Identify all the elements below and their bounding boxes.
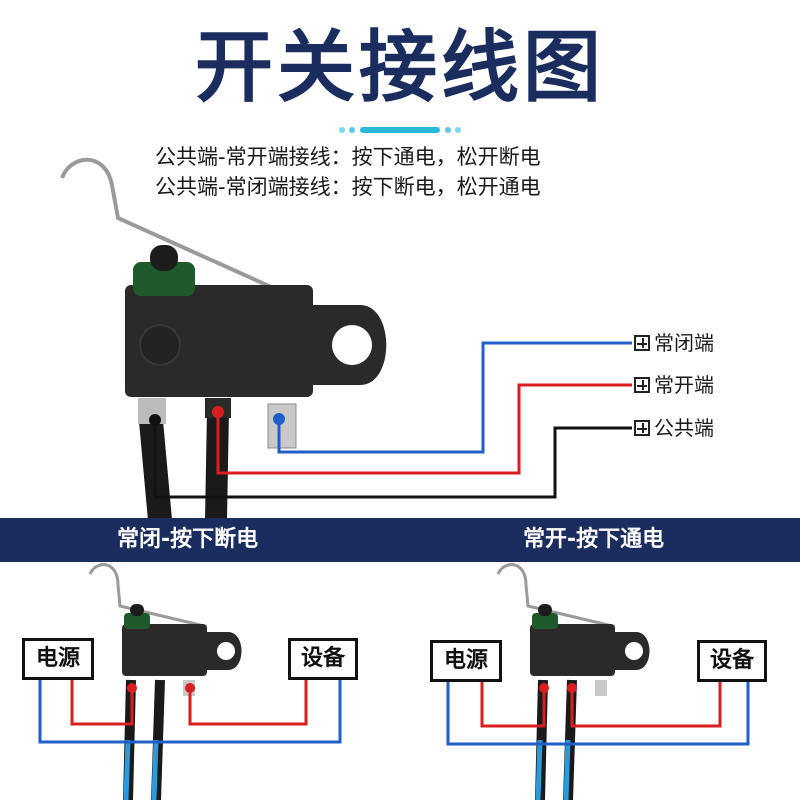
label-no: 常开端 [634,373,714,397]
subtitle-line-1: 公共端-常开端接线：按下通电，松开断电 [155,145,541,169]
right-switch-body [530,624,615,676]
right-power-box: 电源 [430,640,502,682]
label-nc: 常闭端 [634,331,714,355]
page-title: 开关接线图 [194,23,605,113]
left-device-box: 设备 [288,638,358,680]
section-band [0,518,800,562]
dot-no [212,406,224,418]
subtitle-line-2: 公共端-常闭端接线：按下断电，松开通电 [155,175,541,199]
mount-hole [332,325,372,365]
wire-com [153,422,632,499]
left-wire-blue [38,678,342,744]
right-lever [496,563,615,633]
left-wire-red-2 [188,678,308,726]
section-right-title: 常开-按下通电 [523,527,665,552]
left-wire-red [70,678,134,726]
terminal-icon [634,335,650,351]
button-top [150,245,178,271]
right-wire-red-2 [570,682,722,728]
wire-no [216,383,632,475]
left-power-box: 电源 [22,638,94,680]
right-wire-red [480,680,546,728]
label-nc-text: 常闭端 [654,331,714,355]
terminal-icon [634,377,650,393]
label-com: 公共端 [634,416,714,440]
lever-arm [60,157,314,322]
terminal-icon [634,420,650,436]
dot-com [149,414,161,426]
section-left-title: 常闭-按下断电 [117,527,259,552]
left-lever [88,563,207,633]
button-base [133,262,195,296]
right-wire-blue [446,680,750,746]
terminal-nc [267,403,297,449]
wire-nc [277,341,632,454]
label-no-text: 常开端 [654,373,714,397]
title-decoration [339,127,461,133]
body-rivet [139,324,181,366]
label-com-text: 公共端 [654,416,714,440]
left-switch-body [122,624,207,676]
dot-nc [273,413,285,425]
switch-body [125,285,313,397]
right-device-box: 设备 [697,640,767,682]
